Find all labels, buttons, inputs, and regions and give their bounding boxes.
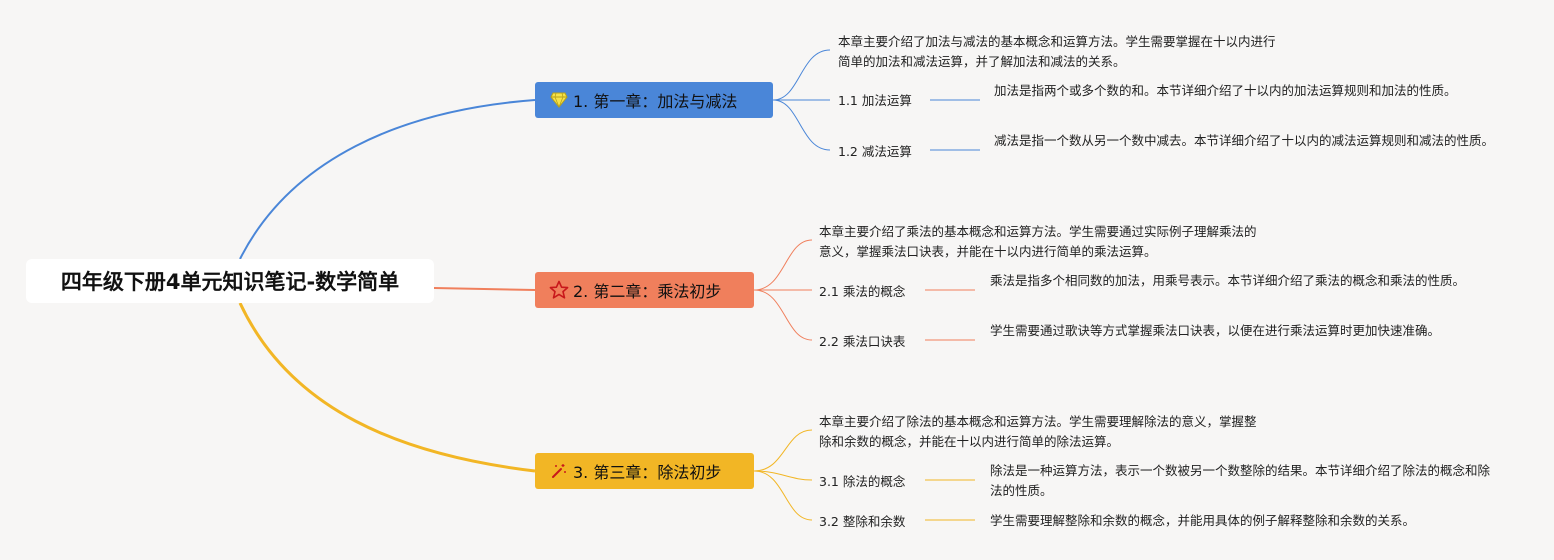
star-icon	[549, 280, 569, 300]
ch3-summary-link	[753, 429, 813, 472]
chapter-2-title: 2. 第二章：乘法初步	[573, 282, 722, 301]
section-1-1-title[interactable]: 1.1 加法运算	[838, 93, 912, 108]
chapter-1-node[interactable]: 1. 第一章：加法与减法	[535, 82, 773, 118]
ch2-sec2-link	[753, 289, 813, 341]
root-to-chapter-2-link	[433, 287, 536, 291]
section-1-1-desc: 加法是指两个或多个数的和。本节详细介绍了十以内的加法运算规则和加法的性质。	[994, 83, 1457, 98]
ch1-summary-link	[772, 49, 831, 101]
diamond-icon	[549, 90, 569, 110]
section-1-2-title[interactable]: 1.2 减法运算	[838, 144, 912, 159]
magic-wand-icon	[549, 461, 569, 481]
section-1-2-desc: 减法是指一个数从另一个数中减去。本节详细介绍了十以内的减法运算规则和减法的性质。	[994, 133, 1495, 148]
chapter-2-node[interactable]: 2. 第二章：乘法初步	[535, 272, 754, 308]
ch2-summary-link	[753, 239, 813, 291]
section-2-2-desc: 学生需要通过歌诀等方式掌握乘法口诀表，以便在进行乘法运算时更加快速准确。	[990, 323, 1441, 338]
chapter-2-summary: 本章主要介绍了乘法的基本概念和运算方法。学生需要通过实际例子理解乘法的 意义，掌…	[819, 224, 1257, 259]
root-node[interactable]: 四年级下册4单元知识笔记-数学简单	[26, 259, 434, 303]
root-to-chapter-3-link	[238, 302, 536, 473]
chapter-3-node[interactable]: 3. 第三章：除法初步	[535, 453, 754, 489]
chapter-1-title: 1. 第一章：加法与减法	[573, 92, 738, 111]
chapter-1-summary: 本章主要介绍了加法与减法的基本概念和运算方法。学生需要掌握在十以内进行 简单的加…	[838, 34, 1276, 69]
section-3-2-desc: 学生需要理解整除和余数的概念，并能用具体的例子解释整除和余数的关系。	[990, 513, 1416, 528]
section-2-2-title[interactable]: 2.2 乘法口诀表	[819, 334, 906, 349]
section-3-1-title[interactable]: 3.1 除法的概念	[819, 474, 906, 489]
ch3-sec2-link	[753, 470, 813, 521]
ch1-sec2-link	[772, 99, 831, 151]
root-to-chapter-1-link	[239, 99, 536, 260]
root-title: 四年级下册4单元知识笔记-数学简单	[60, 270, 400, 294]
section-3-1-desc: 除法是一种运算方法，表示一个数被另一个数整除的结果。本节详细介绍了除法的概念和除…	[990, 463, 1491, 498]
section-3-2-title[interactable]: 3.2 整除和余数	[819, 514, 906, 529]
section-2-1-title[interactable]: 2.1 乘法的概念	[819, 284, 906, 299]
section-2-1-desc: 乘法是指多个相同数的加法，用乘号表示。本节详细介绍了乘法的概念和乘法的性质。	[990, 273, 1466, 288]
chapter-3-title: 3. 第三章：除法初步	[573, 463, 722, 482]
chapter-3-summary: 本章主要介绍了除法的基本概念和运算方法。学生需要理解除法的意义，掌握整 除和余数…	[819, 414, 1257, 449]
